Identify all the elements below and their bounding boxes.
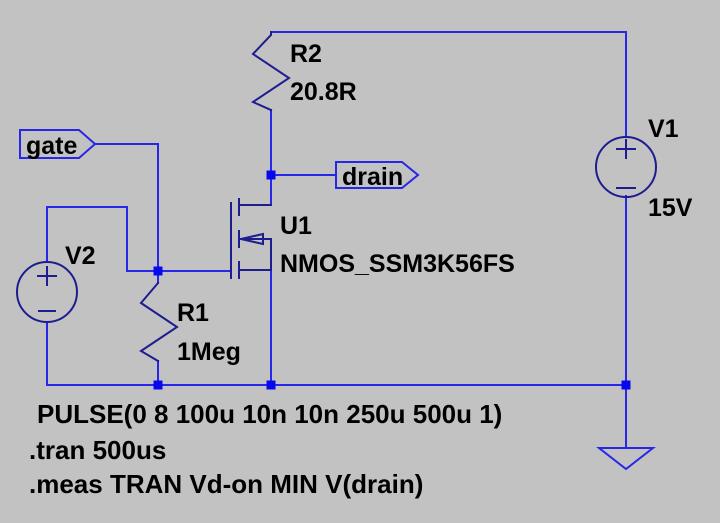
net-flag-outline [19, 129, 97, 159]
v2-designator-label[interactable]: V2 [65, 242, 96, 270]
source-circle [16, 261, 78, 323]
net-label-drain[interactable]: drain [335, 161, 420, 191]
r1-designator-label[interactable]: R1 [177, 299, 209, 327]
v2-pulse-value-text[interactable]: PULSE(0 8 100u 10n 10n 250u 500u 1) [37, 399, 502, 429]
r1-value-label[interactable]: 1Meg [177, 338, 241, 366]
junction-dot [153, 380, 163, 390]
meas-directive-text[interactable]: .meas TRAN Vd-on MIN V(drain) [29, 469, 423, 499]
v1-value-label[interactable]: 15V [648, 194, 693, 222]
ground-icon [596, 447, 656, 471]
resistor-zigzag [139, 281, 179, 363]
junction-dot [153, 266, 163, 276]
resistor-r2[interactable]: R2 20.8R [250, 31, 357, 112]
body-arrow-icon [240, 232, 264, 246]
tran-directive-text[interactable]: .tran 500us [29, 435, 166, 465]
net-flag-outline [335, 161, 420, 189]
voltage-source-v1[interactable]: V1 15V [595, 115, 693, 222]
v1-designator-label[interactable]: V1 [648, 115, 679, 143]
gate-net-label[interactable]: gate [26, 132, 78, 160]
source-circle [595, 136, 657, 198]
u1-model-label[interactable]: NMOS_SSM3K56FS [280, 250, 515, 278]
resistor-zigzag [250, 31, 291, 112]
nmos-transistor-u1[interactable]: U1 NMOS_SSM3K56FS [230, 198, 515, 279]
junctions [153, 170, 631, 390]
r2-designator-label[interactable]: R2 [290, 40, 322, 68]
junction-dot [266, 380, 276, 390]
resistor-r1[interactable]: R1 1Meg [139, 281, 241, 366]
spice-text: PULSE(0 8 100u 10n 10n 250u 500u 1) .tra… [29, 399, 502, 499]
voltage-source-v2[interactable]: V2 [16, 242, 96, 323]
ground-flag[interactable] [596, 447, 656, 471]
r2-value-label[interactable]: 20.8R [290, 78, 357, 106]
junction-dot [266, 170, 276, 180]
drain-net-label[interactable]: drain [342, 163, 403, 191]
junction-dot [621, 380, 631, 390]
net-label-gate[interactable]: gate [19, 129, 97, 160]
u1-designator-label[interactable]: U1 [280, 212, 312, 240]
